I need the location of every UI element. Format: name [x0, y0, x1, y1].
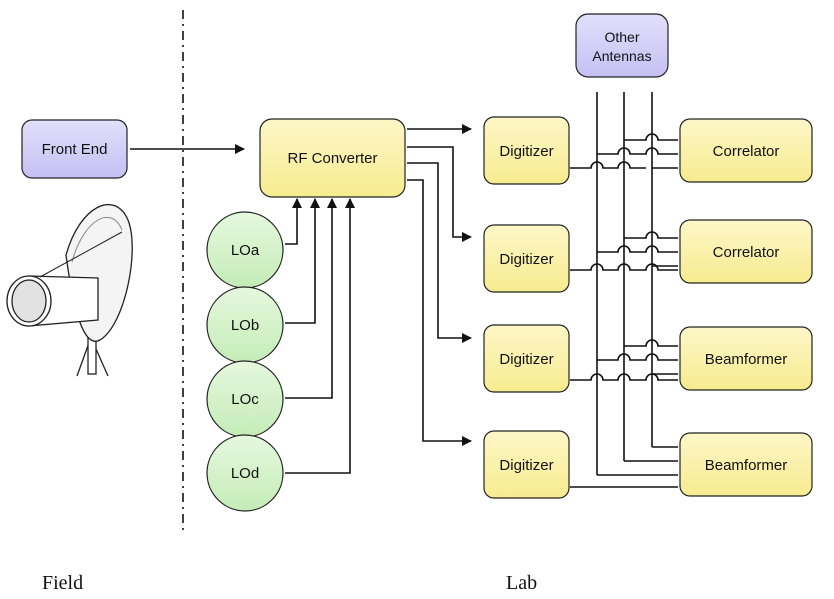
digitizer-label-4: Digitizer [499, 457, 553, 474]
digitizer-column: Digitizer Digitizer Digitizer Digitizer [483, 116, 570, 499]
correlator-label-1: Correlator [713, 143, 780, 160]
satellite-dish-icon [6, 203, 133, 377]
beamformer-box-1: Beamformer [679, 326, 813, 391]
lo-oscillators: LOa LOb LOc LOd [206, 211, 284, 512]
processor-column: Correlator Correlator Beamformer Beamfor… [679, 118, 813, 497]
front-end-label: Front End [42, 141, 108, 158]
lo-label-b: LOb [231, 317, 259, 334]
crossover-wires [570, 133, 678, 488]
correlator-label-2: Correlator [713, 244, 780, 261]
lo-circle-d [206, 434, 284, 512]
antenna-bus-lines [596, 92, 653, 475]
beamformer-box-2: Beamformer [679, 432, 813, 497]
lo-label-d: LOd [231, 465, 259, 482]
digitizer-box-3: Digitizer [483, 324, 570, 393]
beamformer-label-1: Beamformer [705, 351, 788, 368]
digitizer-label-1: Digitizer [499, 143, 553, 160]
lo-feed-wires [285, 198, 355, 474]
digitizer-label-2: Digitizer [499, 251, 553, 268]
lab-label: Lab [506, 572, 537, 594]
digitizer-box-4: Digitizer [483, 430, 570, 499]
rf-converter-label: RF Converter [287, 150, 377, 167]
digitizer-box-1: Digitizer [483, 116, 570, 185]
rf-output-wires [407, 124, 472, 446]
correlator-box-2: Correlator [679, 219, 813, 284]
rf-converter-box: RF Converter [259, 118, 406, 198]
lo-label-a: LOa [231, 242, 260, 259]
other-antennas-label-line1: Other [604, 29, 639, 45]
digitizer-label-3: Digitizer [499, 351, 553, 368]
field-label: Field [42, 572, 83, 594]
digitizer-box-2: Digitizer [483, 224, 570, 293]
lo-label-c: LOc [231, 391, 259, 408]
other-antennas-box: Other Antennas [575, 13, 669, 78]
beamformer-label-2: Beamformer [705, 457, 788, 474]
front-end-box: Front End [21, 119, 128, 179]
correlator-box-1: Correlator [679, 118, 813, 183]
other-antennas-label-line2: Antennas [592, 48, 651, 64]
